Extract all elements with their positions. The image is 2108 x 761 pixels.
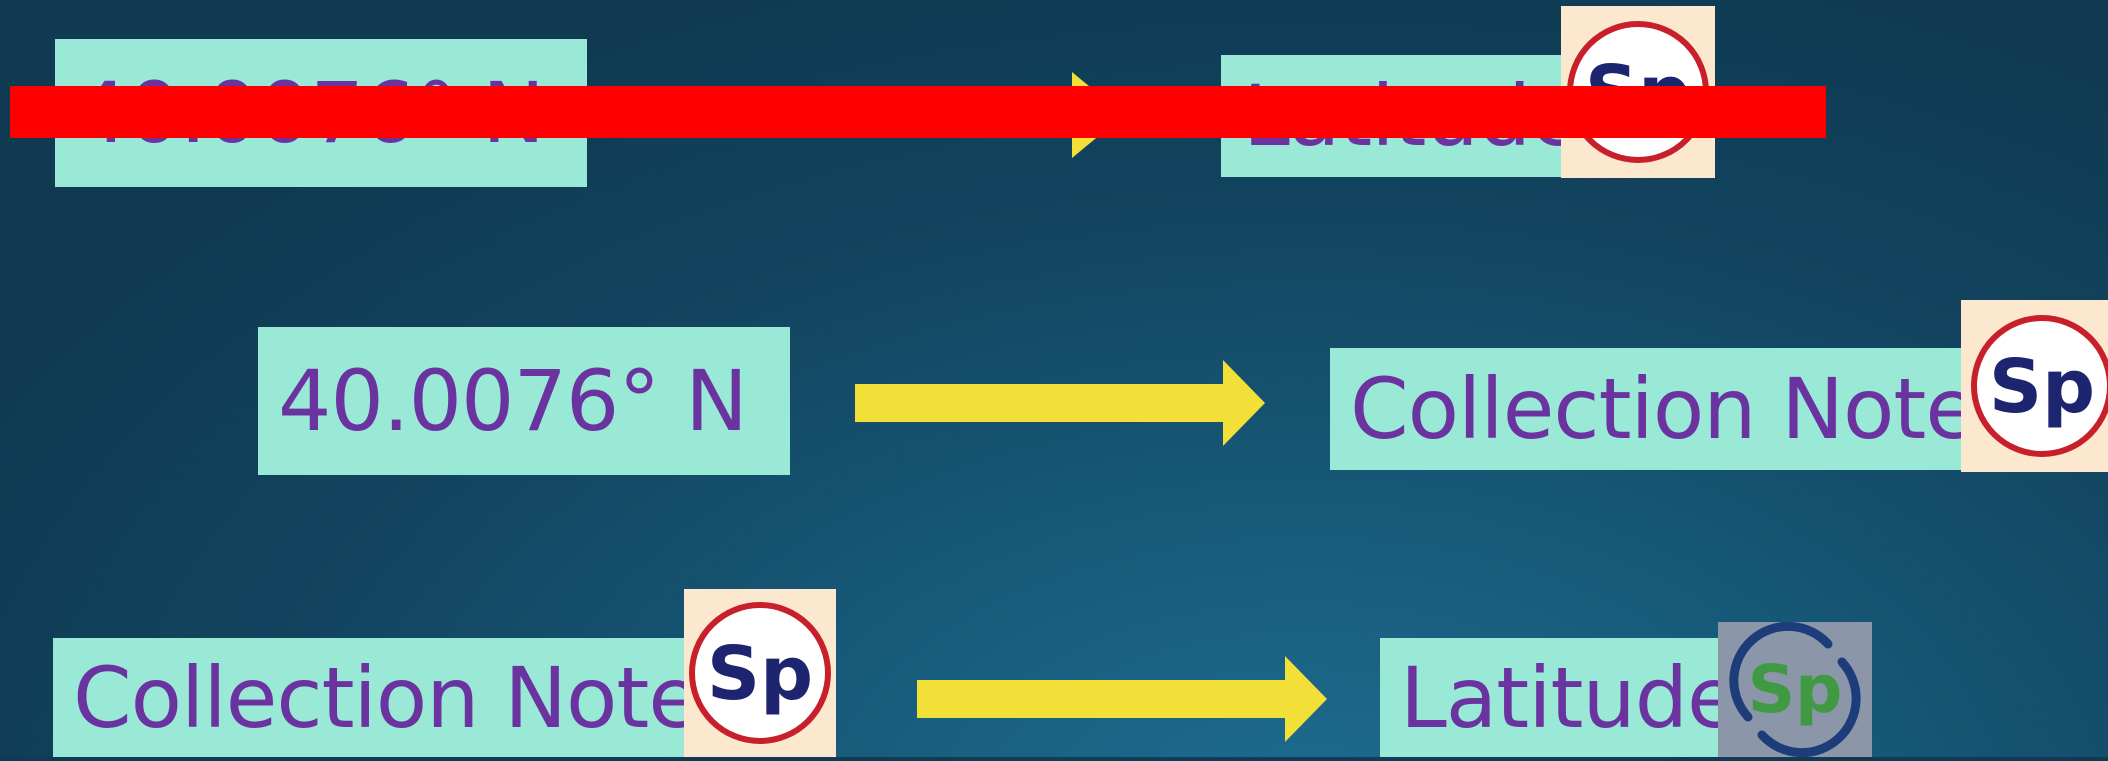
row3-sp-logo-alt: Sp [1718,621,1872,758]
row3-sp-logo: Sp [684,589,836,757]
strike-through-bar [10,86,1826,138]
row3-source-text: Collection Notes [73,648,743,747]
row3-logo-alt-text: Sp [1748,651,1843,728]
row2-arrow [855,360,1265,446]
row3-arrow [917,656,1327,742]
row3-target-box: Latitude [1380,638,1739,757]
row2-target-text: Collection Notes [1350,360,2020,458]
row2-target-box: Collection Notes [1330,348,2020,470]
row3-logo-text: Sp [707,631,813,717]
row2-source-box: 40.0076° N [258,327,790,475]
row2-source-text: 40.0076° N [278,352,748,450]
sp-logo-alt-icon: Sp [1729,621,1861,758]
sp-logo-icon: Sp [689,602,831,744]
row3-target-text: Latitude [1400,648,1739,747]
sp-logo-icon: Sp [1971,315,2108,457]
row2-sp-logo: Sp [1961,300,2108,472]
row3-source-box: Collection Notes [53,638,743,757]
row2-logo-text: Sp [1989,344,2095,430]
